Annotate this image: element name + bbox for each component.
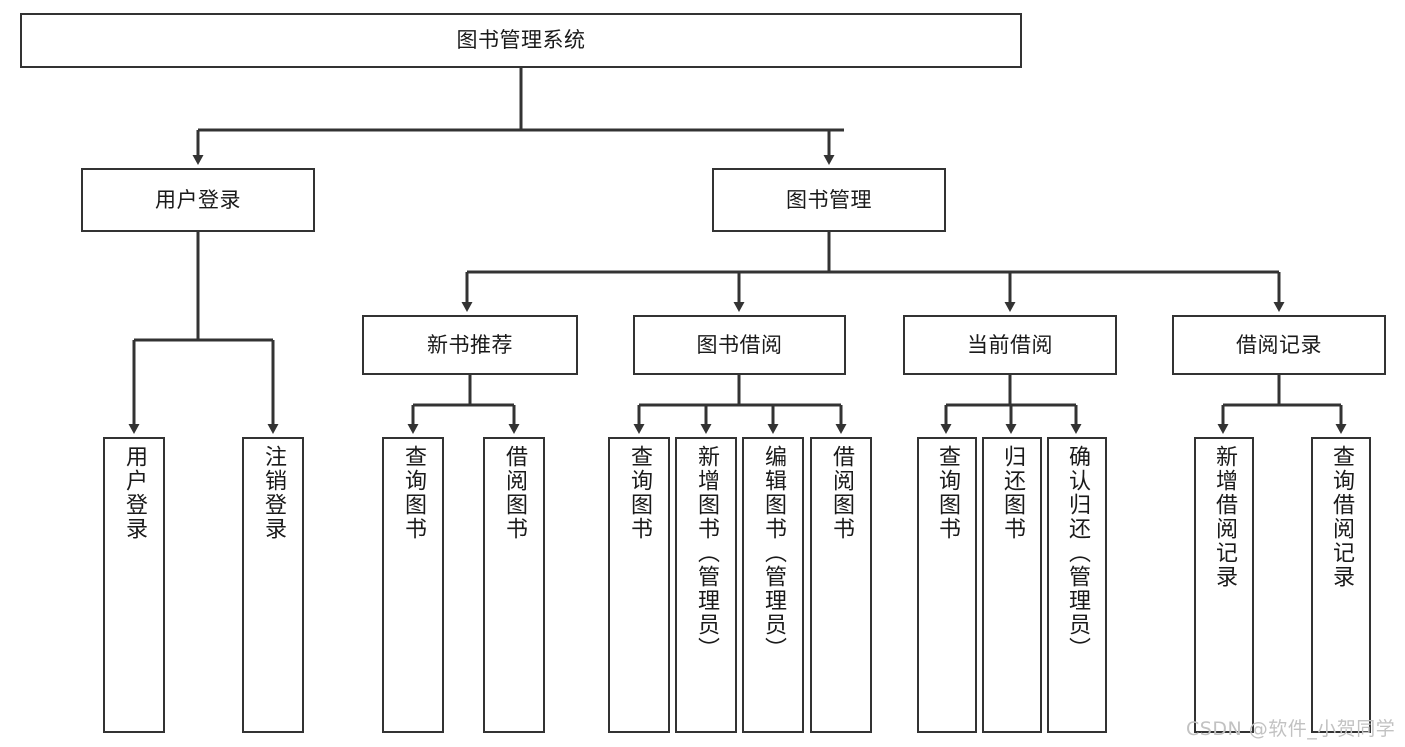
leaf-add-borrow-record[interactable]: 新增借阅记录 bbox=[1194, 437, 1254, 733]
leaf-query-book-recommend[interactable]: 查询图书 bbox=[382, 437, 444, 733]
leaf-return-book[interactable]: 归还图书 bbox=[982, 437, 1042, 733]
node-label: 新书推荐 bbox=[427, 332, 513, 357]
node-label: 查询图书 bbox=[627, 445, 652, 541]
node-label: 归还图书 bbox=[1000, 445, 1025, 541]
node-label: 用户登录 bbox=[155, 187, 241, 212]
leaf-user-login[interactable]: 用户登录 bbox=[103, 437, 165, 733]
leaf-logout[interactable]: 注销登录 bbox=[242, 437, 304, 733]
node-label: 查询图书 bbox=[935, 445, 960, 541]
leaf-borrow-book[interactable]: 借阅图书 bbox=[810, 437, 872, 733]
node-label: 当前借阅 bbox=[967, 332, 1053, 357]
leaf-edit-book-admin[interactable]: 编辑图书（管理员） bbox=[742, 437, 804, 733]
node-book-borrow[interactable]: 图书借阅 bbox=[633, 315, 846, 375]
node-label: 借阅图书 bbox=[829, 445, 854, 541]
node-label: 注销登录 bbox=[261, 445, 286, 541]
node-book-management[interactable]: 图书管理 bbox=[712, 168, 946, 232]
node-label: 编辑图书（管理员） bbox=[761, 445, 786, 661]
node-current-borrow[interactable]: 当前借阅 bbox=[903, 315, 1117, 375]
node-label: 新增图书（管理员） bbox=[694, 445, 719, 661]
leaf-confirm-return-admin[interactable]: 确认归还（管理员） bbox=[1047, 437, 1107, 733]
node-label: 确认归还（管理员） bbox=[1065, 445, 1090, 661]
node-label: 查询借阅记录 bbox=[1329, 445, 1354, 589]
leaf-borrow-book-recommend[interactable]: 借阅图书 bbox=[483, 437, 545, 733]
node-user-login[interactable]: 用户登录 bbox=[81, 168, 315, 232]
node-label: 图书管理系统 bbox=[456, 28, 586, 53]
node-root-system[interactable]: 图书管理系统 bbox=[20, 13, 1022, 68]
node-label: 借阅图书 bbox=[502, 445, 527, 541]
csdn-watermark: CSDN @软件_小贺同学 bbox=[1186, 718, 1396, 740]
node-new-book-recommend[interactable]: 新书推荐 bbox=[362, 315, 578, 375]
leaf-query-borrow-record[interactable]: 查询借阅记录 bbox=[1311, 437, 1371, 733]
leaf-query-book-borrow[interactable]: 查询图书 bbox=[608, 437, 670, 733]
leaf-add-book-admin[interactable]: 新增图书（管理员） bbox=[675, 437, 737, 733]
node-label: 借阅记录 bbox=[1236, 332, 1322, 357]
node-label: 新增借阅记录 bbox=[1212, 445, 1237, 589]
node-label: 图书借阅 bbox=[696, 332, 783, 357]
node-borrow-record[interactable]: 借阅记录 bbox=[1172, 315, 1386, 375]
node-label: 用户登录 bbox=[122, 445, 147, 541]
node-label: 图书管理 bbox=[786, 187, 872, 212]
leaf-query-book-current[interactable]: 查询图书 bbox=[917, 437, 977, 733]
node-label: 查询图书 bbox=[401, 445, 426, 541]
